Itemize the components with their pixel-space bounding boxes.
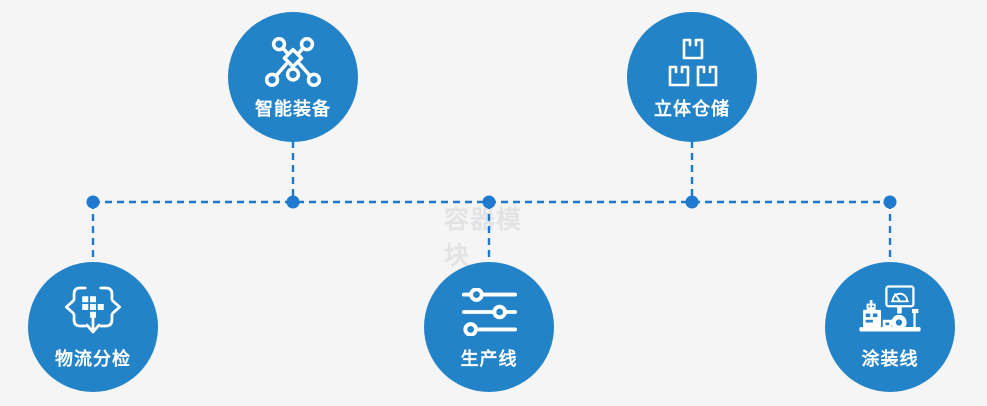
node-label: 生产线 — [460, 349, 518, 369]
node-logistics-sorting: 物流分检 — [28, 262, 158, 392]
machine-console-icon — [825, 282, 955, 336]
sort-distribute-icon — [28, 276, 158, 338]
node-label: 立体仓储 — [654, 99, 730, 119]
node-label: 涂装线 — [861, 349, 919, 369]
network-nodes-icon — [228, 34, 358, 90]
node-coating-line: 涂装线 — [825, 262, 955, 392]
node-smart-equipment: 智能装备 — [228, 12, 358, 142]
stacked-boxes-icon — [627, 36, 757, 88]
node-label: 物流分检 — [55, 349, 131, 369]
watermark: 容器模块 — [444, 206, 523, 270]
sliders-icon — [424, 288, 554, 336]
node-stereo-warehouse: 立体仓储 — [627, 12, 757, 142]
node-production-line: 生产线 — [424, 262, 554, 392]
node-label: 智能装备 — [255, 99, 331, 119]
